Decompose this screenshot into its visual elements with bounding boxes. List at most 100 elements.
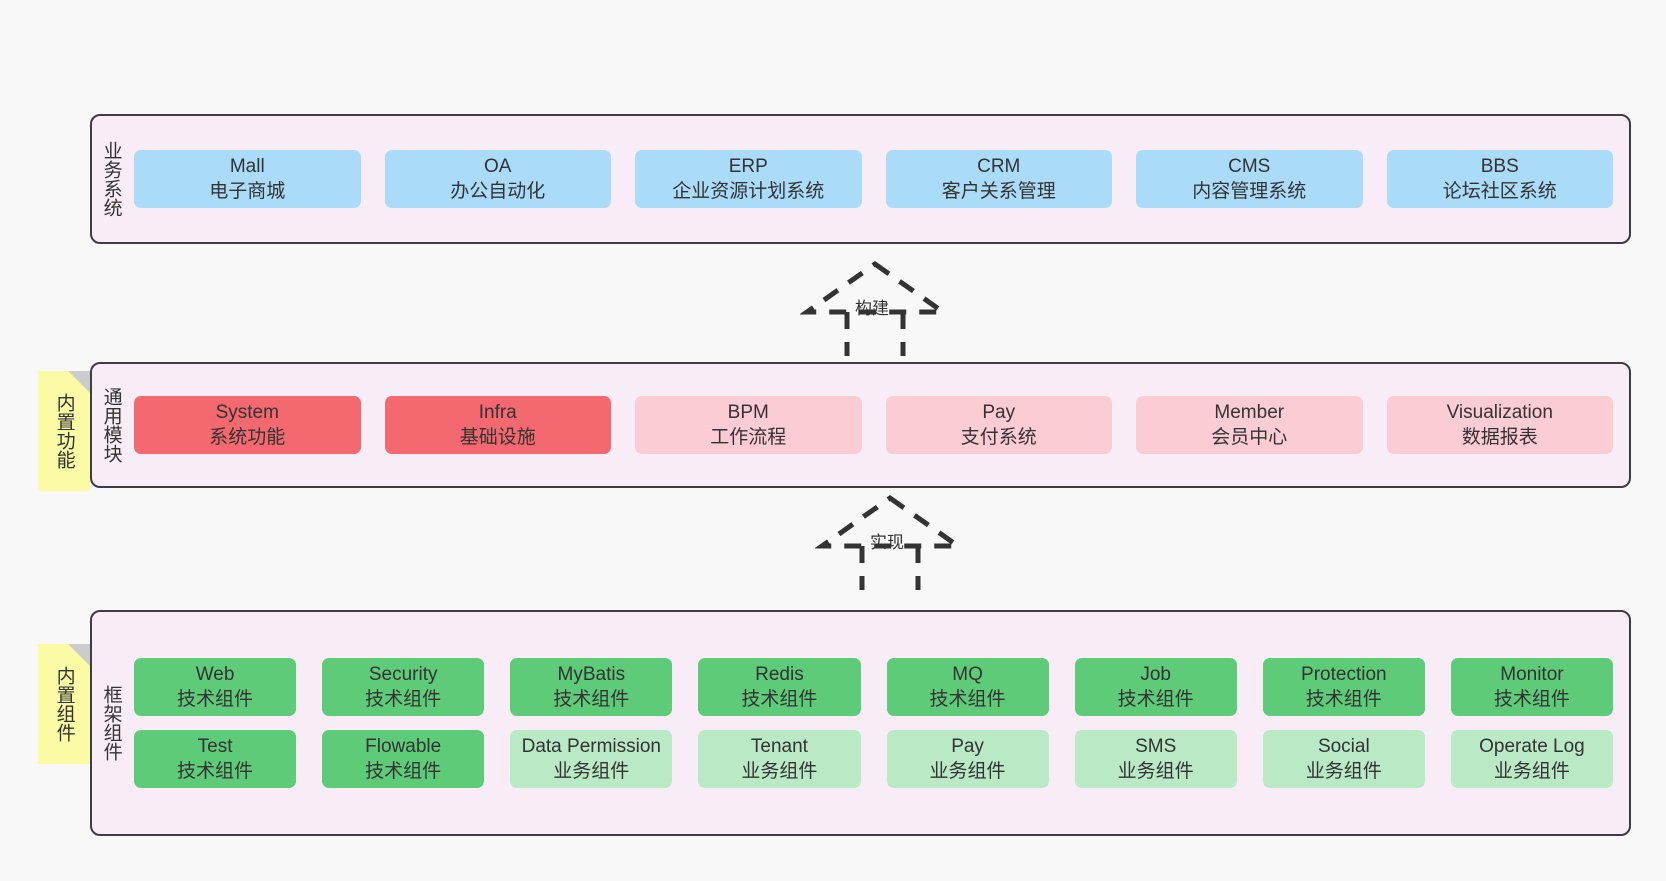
card-title-cn: 技术组件 xyxy=(177,761,254,783)
connector-build-arrow xyxy=(800,260,950,356)
card-title-cn: 办公自动化 xyxy=(450,181,546,202)
note-label: 内置组件 xyxy=(53,666,75,742)
card-mall[interactable]: Mall 电子商城 xyxy=(134,149,361,209)
card-system[interactable]: System 系统功能 xyxy=(134,395,361,455)
card-title-en: Flowable xyxy=(365,736,442,757)
card-title-en: Infra xyxy=(478,401,517,423)
layer-title-business-systems: 业务系统 xyxy=(100,141,122,217)
card-title-cn: 电子商城 xyxy=(209,181,286,202)
card-title-en: Social xyxy=(1317,736,1370,757)
card-infra[interactable]: Infra 基础设施 xyxy=(384,395,611,455)
card-bbs[interactable]: BBS 论坛社区系统 xyxy=(1386,149,1613,209)
card-crm[interactable]: CRM 客户关系管理 xyxy=(885,149,1112,209)
card-title-cn: 技术组件 xyxy=(929,688,1006,710)
card-pay[interactable]: Pay 支付系统 xyxy=(885,395,1112,455)
card-title-cn: 技术组件 xyxy=(365,761,442,783)
layer-title-framework-components: 框架组件 xyxy=(100,685,122,761)
card-title-cn: 内容管理系统 xyxy=(1192,181,1307,202)
card-title-cn: 业务组件 xyxy=(741,761,818,783)
card-title-cn: 支付系统 xyxy=(960,427,1037,448)
card-title-cn: 论坛社区系统 xyxy=(1442,181,1557,202)
card-title-en: Operate Log xyxy=(1479,736,1585,757)
layer-body-common-modules: System 系统功能 Infra 基础设施 BPM 工作流程 Pay 支付系统… xyxy=(130,364,1629,486)
card-flowable[interactable]: Flowable 技术组件 xyxy=(322,730,485,789)
card-security[interactable]: Security 技术组件 xyxy=(322,657,485,716)
card-test[interactable]: Test 技术组件 xyxy=(134,730,297,789)
card-visualization[interactable]: Visualization 数据报表 xyxy=(1386,395,1613,455)
card-title-en: Web xyxy=(195,663,235,685)
card-title-en: CMS xyxy=(1228,155,1271,177)
card-title-en: SMS xyxy=(1135,736,1177,757)
card-title-en: Tenant xyxy=(750,736,808,757)
card-title-cn: 技术组件 xyxy=(553,688,630,710)
layer-common-modules: 通用模块 System 系统功能 Infra 基础设施 BPM 工作流程 Pay… xyxy=(90,362,1631,488)
note-builtin-components: 内置组件 xyxy=(38,644,90,764)
card-title-cn: 客户关系管理 xyxy=(941,181,1056,202)
card-title-cn: 技术组件 xyxy=(365,688,442,710)
arrow-dashed-shaft xyxy=(844,312,906,356)
card-title-cn: 技术组件 xyxy=(1305,688,1382,710)
card-title-cn: 技术组件 xyxy=(1493,688,1570,710)
layer-business-systems: 业务系统 Mall 电子商城 OA 办公自动化 ERP 企业资源计划系统 CRM… xyxy=(90,114,1631,244)
note-fold-corner-icon xyxy=(68,644,90,666)
card-monitor[interactable]: Monitor 技术组件 xyxy=(1450,657,1613,716)
note-label: 内置功能 xyxy=(53,393,75,469)
card-title-en: Mall xyxy=(229,155,265,177)
card-sms[interactable]: SMS 业务组件 xyxy=(1074,730,1237,789)
connector-realize-arrow xyxy=(815,494,965,590)
card-title-en: CRM xyxy=(977,155,1021,177)
card-title-en: Job xyxy=(1140,663,1171,685)
card-title-cn: 技术组件 xyxy=(741,688,818,710)
card-pay-business[interactable]: Pay 业务组件 xyxy=(886,730,1049,789)
card-title-en: Pay xyxy=(951,736,984,757)
card-title-cn: 业务组件 xyxy=(929,761,1006,783)
card-cms[interactable]: CMS 内容管理系统 xyxy=(1136,149,1363,209)
card-data-permission[interactable]: Data Permission 业务组件 xyxy=(510,730,673,789)
card-title-en: ERP xyxy=(728,155,768,177)
card-title-en: Member xyxy=(1214,401,1285,423)
card-title-en: OA xyxy=(484,155,512,177)
layer-title-common-modules: 通用模块 xyxy=(100,387,122,463)
arrow-dashed-shaft xyxy=(859,546,921,590)
card-title-cn: 会员中心 xyxy=(1211,427,1288,448)
card-operate-log[interactable]: Operate Log 业务组件 xyxy=(1450,730,1613,789)
card-web[interactable]: Web 技术组件 xyxy=(134,657,297,716)
connector-build-label: 构建 xyxy=(855,299,889,318)
card-title-cn: 数据报表 xyxy=(1461,427,1538,448)
card-title-cn: 业务组件 xyxy=(1117,761,1194,783)
card-title-cn: 系统功能 xyxy=(209,427,286,448)
card-title-en: Visualization xyxy=(1446,401,1553,423)
card-title-en: Pay xyxy=(982,401,1016,423)
card-oa[interactable]: OA 办公自动化 xyxy=(384,149,611,209)
card-title-cn: 技术组件 xyxy=(1117,688,1194,710)
card-title-en: Test xyxy=(197,736,233,757)
note-builtin-features: 内置功能 xyxy=(38,371,90,491)
card-row: Mall 电子商城 OA 办公自动化 ERP 企业资源计划系统 CRM 客户关系… xyxy=(134,149,1613,209)
card-social[interactable]: Social 业务组件 xyxy=(1262,730,1425,789)
card-title-en: Redis xyxy=(755,663,804,685)
layer-framework-components: 框架组件 Web 技术组件 Security 技术组件 MyBatis 技术组件… xyxy=(90,610,1631,836)
card-title-en: MQ xyxy=(952,663,983,685)
card-protection[interactable]: Protection 技术组件 xyxy=(1262,657,1425,716)
card-redis[interactable]: Redis 技术组件 xyxy=(698,657,861,716)
card-row: System 系统功能 Infra 基础设施 BPM 工作流程 Pay 支付系统… xyxy=(134,395,1613,455)
card-title-en: Monitor xyxy=(1500,663,1564,685)
arrow-hollow-triangle-head xyxy=(815,494,965,549)
layer-body-framework-components: Web 技术组件 Security 技术组件 MyBatis 技术组件 Redi… xyxy=(130,612,1629,834)
card-title-cn: 技术组件 xyxy=(177,688,254,710)
card-mq[interactable]: MQ 技术组件 xyxy=(886,657,1049,716)
card-tenant[interactable]: Tenant 业务组件 xyxy=(698,730,861,789)
card-row: Test 技术组件 Flowable 技术组件 Data Permission … xyxy=(134,730,1613,789)
card-title-cn: 业务组件 xyxy=(1305,761,1382,783)
card-title-en: MyBatis xyxy=(557,663,626,685)
arrow-hollow-triangle-head xyxy=(800,260,950,315)
card-title-cn: 基础设施 xyxy=(459,427,536,448)
card-mybatis[interactable]: MyBatis 技术组件 xyxy=(510,657,673,716)
card-title-en: Protection xyxy=(1301,663,1387,685)
card-title-cn: 业务组件 xyxy=(553,761,630,783)
card-erp[interactable]: ERP 企业资源计划系统 xyxy=(635,149,862,209)
card-job[interactable]: Job 技术组件 xyxy=(1074,657,1237,716)
card-bpm[interactable]: BPM 工作流程 xyxy=(635,395,862,455)
card-member[interactable]: Member 会员中心 xyxy=(1136,395,1363,455)
card-title-en: System xyxy=(215,401,279,423)
